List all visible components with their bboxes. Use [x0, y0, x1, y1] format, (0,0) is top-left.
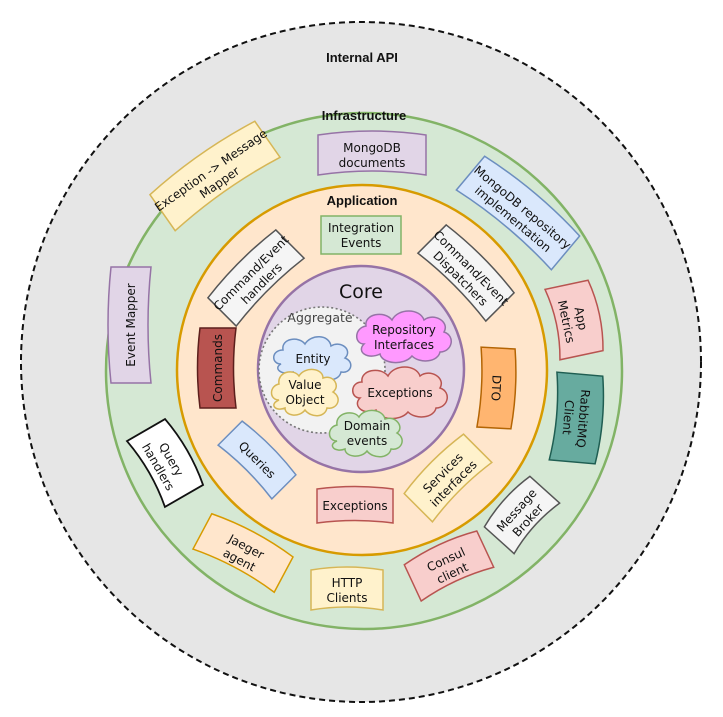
svg-text:Exceptions: Exceptions — [367, 386, 432, 400]
cloud-line: Entity — [295, 352, 330, 366]
box-line: App — [572, 306, 591, 332]
infra-box-jaeger-agent: Jaegeragent — [191, 512, 294, 594]
box-line: Event Mapper — [124, 283, 138, 367]
box-line: Commands — [211, 334, 225, 402]
cloud-line: events — [347, 434, 387, 448]
infrastructure-label: Infrastructure — [322, 108, 407, 123]
cloud-exceptions: Exceptions — [352, 366, 448, 420]
cloud-line: Object — [285, 393, 324, 407]
infra-box-rabbitmq-client: RabbitMQClient — [548, 371, 605, 465]
cloud-line: Domain — [344, 419, 391, 433]
internal-api-label: Internal API — [326, 50, 398, 65]
app-box-commands: Commands — [196, 327, 237, 409]
cloud-entity: Entity — [273, 336, 352, 381]
infra-box-query-handlers: Queryhandlers — [125, 417, 205, 509]
svg-text:RabbitMQClient: RabbitMQClient — [559, 388, 593, 449]
box-line: Exceptions — [322, 499, 387, 513]
cloud-line: Interfaces — [374, 338, 434, 352]
cloud-line: Value — [289, 378, 322, 392]
box-line: MongoDB — [343, 141, 401, 155]
cloud-line: Repository — [372, 323, 436, 337]
box-line: RabbitMQ — [573, 389, 592, 448]
box-line: documents — [339, 156, 406, 170]
app-box-queries: Queries — [216, 420, 297, 501]
box-line: DTO — [488, 375, 503, 402]
svg-text:Entity: Entity — [295, 352, 330, 366]
app-box-exceptions: Exceptions — [316, 485, 394, 524]
box-line: Client — [560, 399, 577, 435]
svg-text:DTO: DTO — [488, 375, 503, 402]
svg-text:Event Mapper: Event Mapper — [124, 283, 138, 367]
infra-box-event-mapper: Event Mapper — [107, 266, 152, 384]
svg-text:Commands: Commands — [211, 334, 225, 402]
cloud-line: Exceptions — [367, 386, 432, 400]
aggregate-label: Aggregate — [287, 310, 352, 325]
box-line: Integration — [328, 221, 394, 235]
core-label: Core — [339, 281, 383, 303]
application-label: Application — [327, 193, 398, 208]
box-line: Clients — [327, 591, 368, 605]
app-box-dto: DTO — [476, 346, 517, 430]
box-line: HTTP — [332, 576, 363, 590]
box-line: Events — [341, 236, 382, 250]
infra-box-app-metrics: AppMetrics — [543, 279, 604, 361]
svg-text:Exceptions: Exceptions — [322, 499, 387, 513]
